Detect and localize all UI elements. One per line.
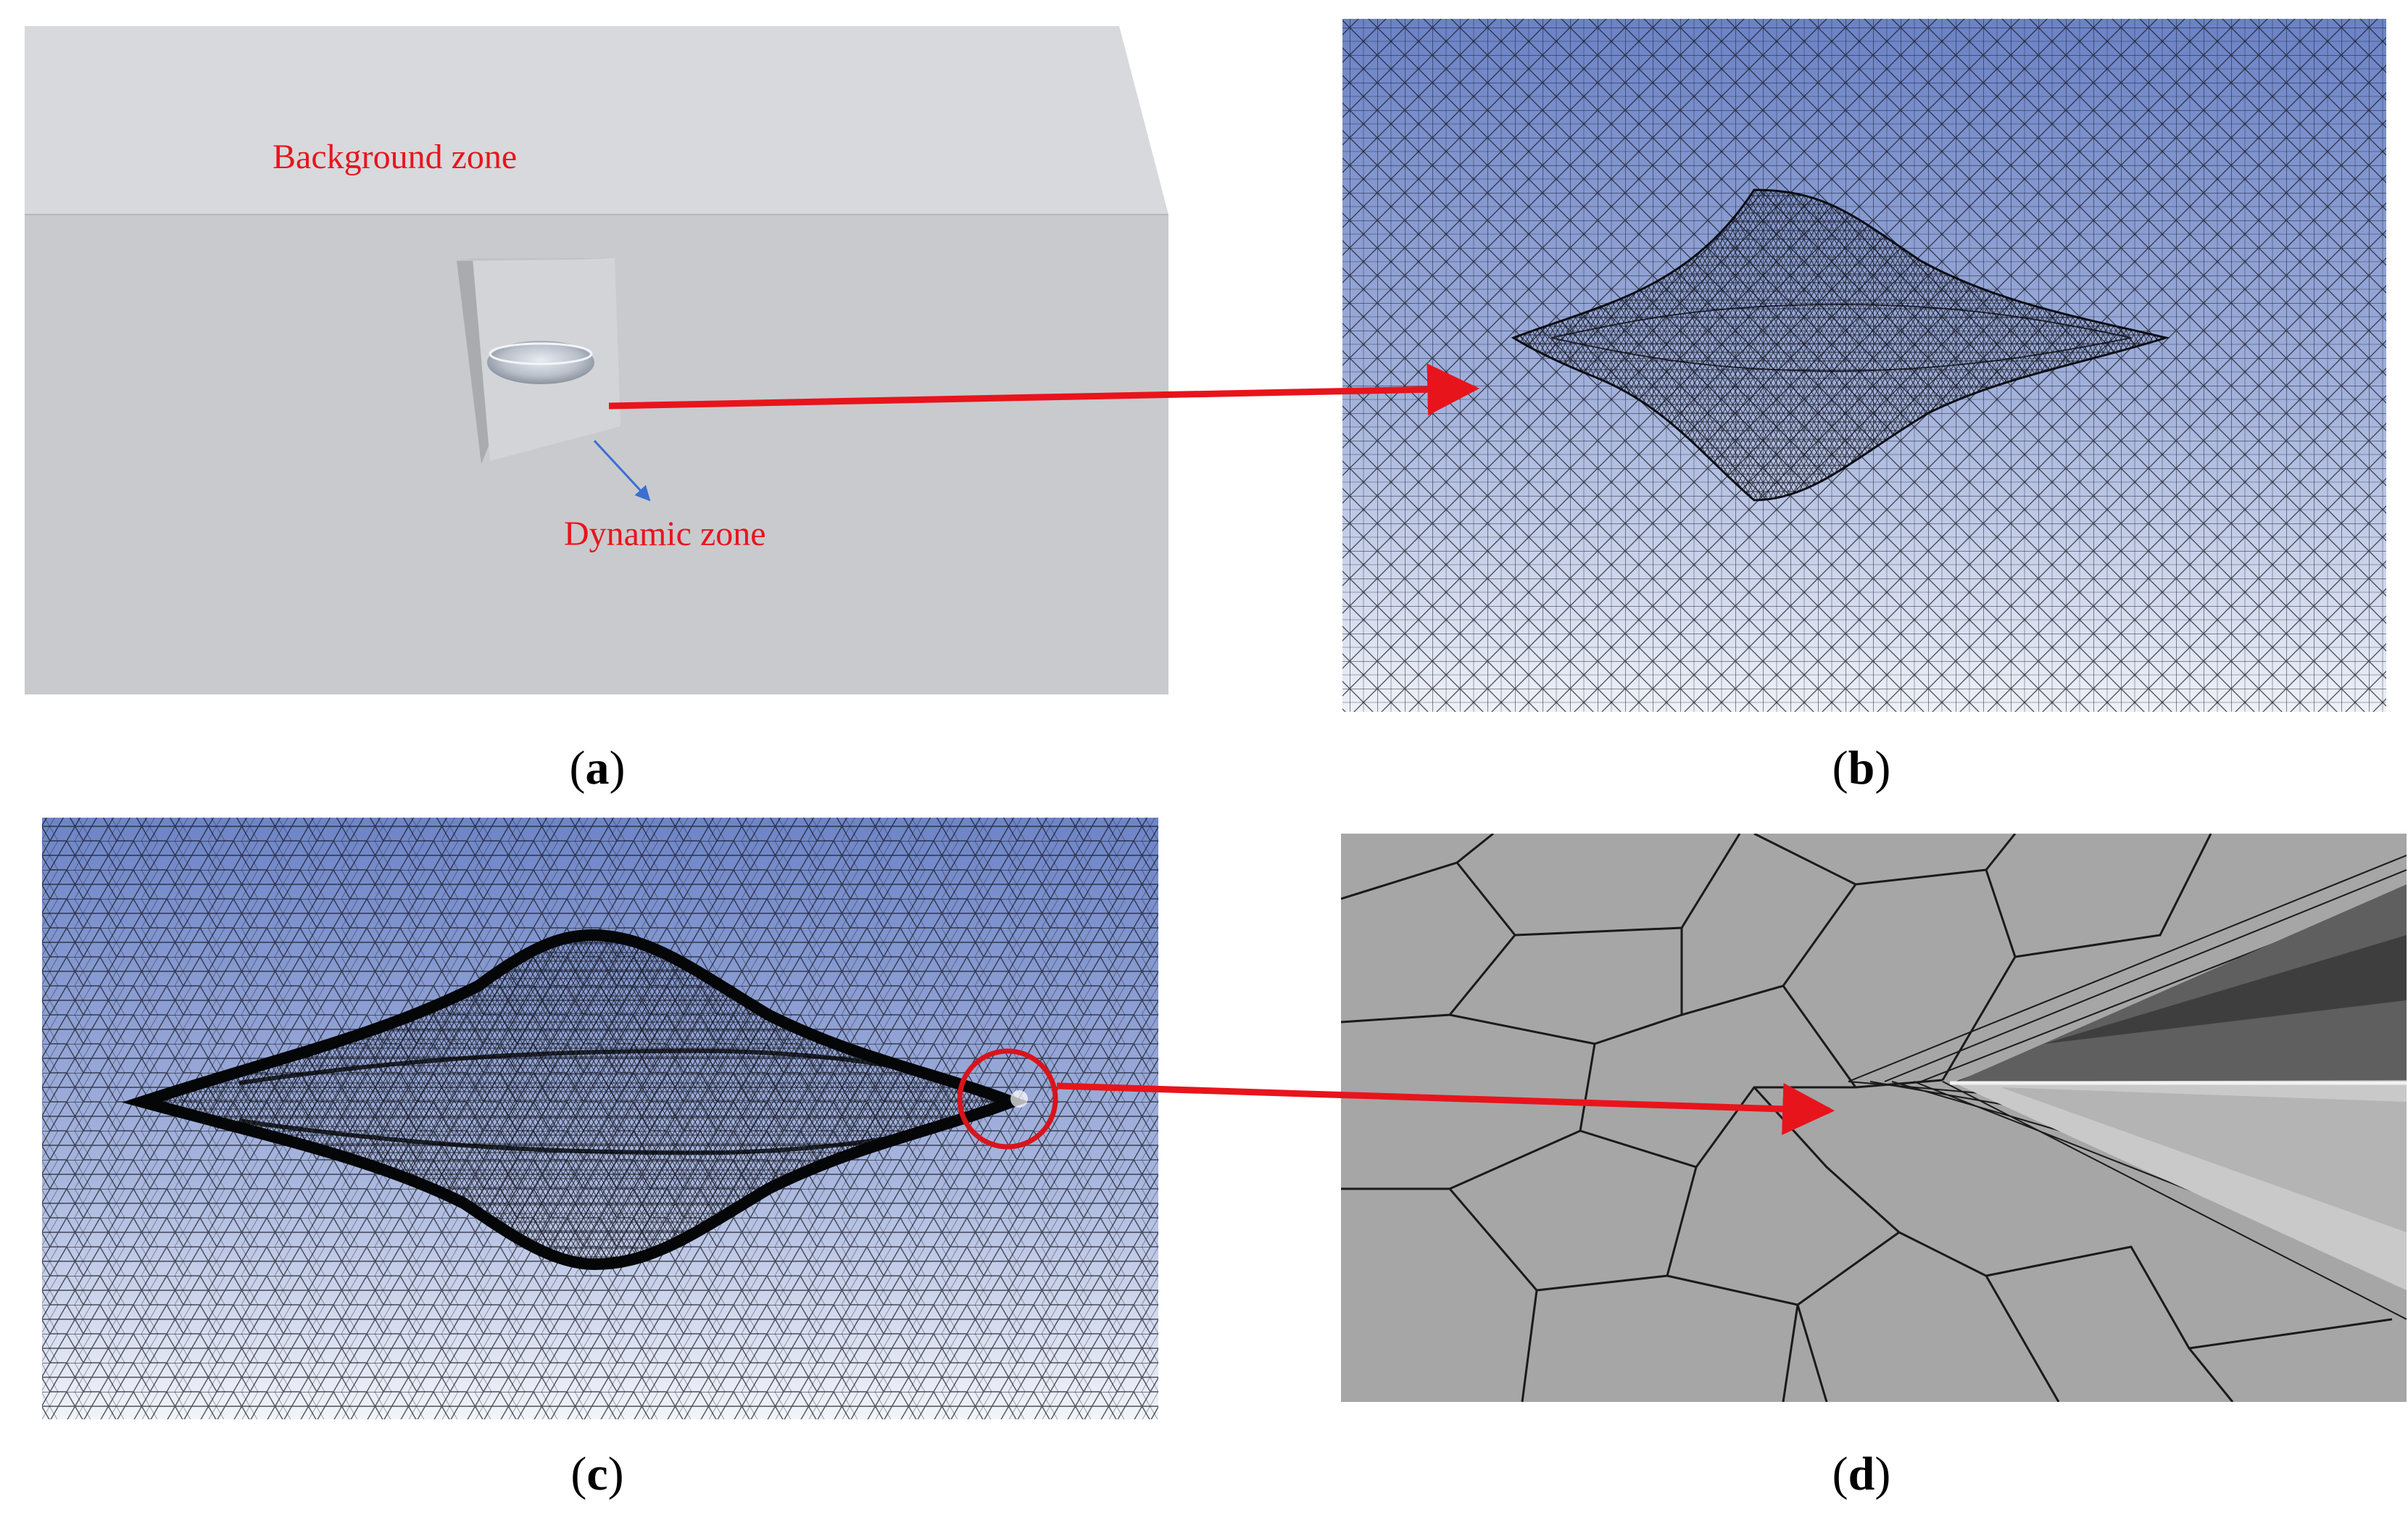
panel-c-zoom-circle	[957, 1048, 1058, 1150]
panel-b	[1342, 19, 2386, 712]
caption-d: (d)	[1832, 1448, 1891, 1501]
caption-a-letter: a	[585, 742, 610, 794]
panel-b-refined-region	[1511, 188, 2170, 502]
dynamic-zone-pointer-arrow	[593, 439, 651, 502]
dynamic-zone-label: Dynamic zone	[564, 515, 766, 553]
caption-b-letter: b	[1848, 742, 1875, 794]
panel-c-trailing-edge-point	[1010, 1090, 1028, 1108]
panel-c	[42, 818, 1158, 1419]
caption-b: (b)	[1832, 742, 1891, 794]
panel-a: Background zone Dynamic zone	[25, 26, 1168, 694]
panel-d-body-upper-surface	[1957, 884, 2407, 1082]
panel-d-body-dark-band	[2044, 935, 2407, 1044]
dynamic-zone-top-face	[457, 258, 615, 261]
background-zone-top-face	[25, 26, 1168, 215]
panel-b-inner-contour	[1550, 303, 2132, 373]
panel-c-inner-band-upper	[238, 1048, 979, 1089]
panel-d	[1341, 834, 2407, 1402]
background-zone-label: Background zone	[273, 138, 517, 176]
caption-a: (a)	[569, 742, 626, 794]
panel-d-unstructured-cells	[1341, 834, 2393, 1402]
bowl-rim	[489, 342, 593, 365]
connector-arrow-a-to-b	[608, 363, 1480, 416]
panel-c-inner-band-lower	[238, 1114, 979, 1155]
bowl-body-shape	[487, 341, 594, 384]
connector-arrow-c-to-d	[1056, 1082, 1835, 1135]
panel-d-body-lower-shade	[2001, 1087, 2407, 1232]
caption-d-letter: d	[1848, 1448, 1875, 1501]
caption-c-letter: c	[586, 1448, 608, 1501]
caption-c: (c)	[570, 1448, 624, 1501]
